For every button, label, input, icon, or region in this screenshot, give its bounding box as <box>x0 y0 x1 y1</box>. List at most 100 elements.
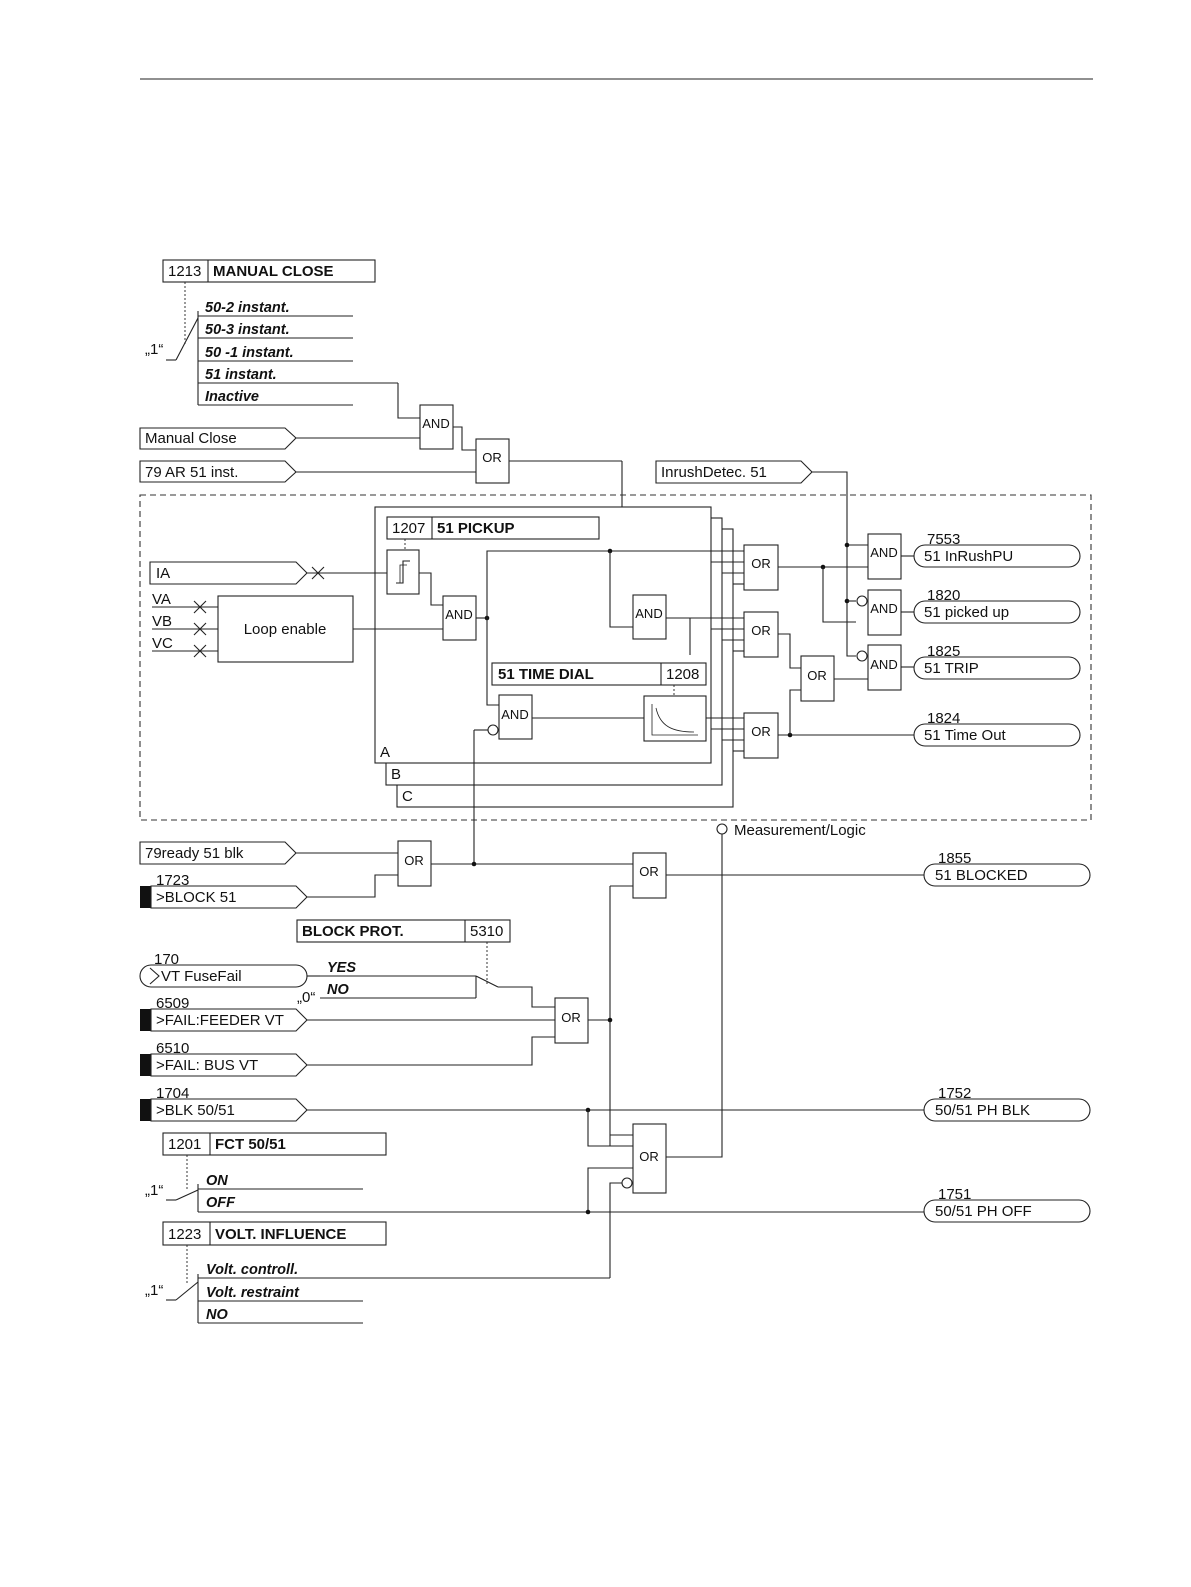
option-50-3-instant: 50-3 instant. <box>205 322 290 338</box>
and-gate-picked-up: AND <box>870 601 897 616</box>
output-time-out: 1824 51 Time Out <box>913 710 1081 747</box>
option-volt-controll: Volt. controll. <box>206 1262 298 1278</box>
setting-manual-close-number: 1213 <box>168 263 201 280</box>
phase-or-gates: OR OR OR OR <box>743 544 835 759</box>
setting-pickup-number: 1207 <box>392 520 425 537</box>
output-trip-label: 51 TRIP <box>924 660 979 677</box>
phase-rails <box>711 561 744 752</box>
setting-fct: 1201 FCT 50/51 „1“ ON OFF <box>145 1132 924 1215</box>
pickup-and: AND <box>419 548 744 706</box>
input-blk-5051-number: 1704 <box>156 1085 189 1102</box>
and-gate-time: AND <box>501 707 528 722</box>
va-cross-icon <box>193 600 207 614</box>
output-inrush-pu-number: 7553 <box>927 531 960 548</box>
input-ar-inst: 79 AR 51 inst. <box>139 460 476 483</box>
input-fail-feeder-label: >FAIL:FEEDER VT <box>156 1012 284 1029</box>
option-50-2-instant: 50-2 instant. <box>205 300 290 316</box>
final-or: OR <box>587 1123 667 1278</box>
input-blk-5051-label: >BLK 50/51 <box>156 1102 235 1119</box>
or-gate-block: OR <box>404 853 424 868</box>
input-block51-label: >BLOCK 51 <box>156 889 236 906</box>
loop-enable-block <box>217 595 354 663</box>
input-block51: 1723 >BLOCK 51 <box>140 872 398 909</box>
and-gate-pickup: AND <box>445 607 472 622</box>
vt-fail-or: OR <box>554 997 613 1044</box>
output-trip-number: 1825 <box>927 643 960 660</box>
manual-close-logic: AND OR <box>397 383 633 605</box>
output-ph-blk-label: 50/51 PH BLK <box>935 1102 1030 1119</box>
setting-block-prot-title: BLOCK PROT. <box>302 923 404 940</box>
input-ia: IA <box>149 561 387 585</box>
input-vb-label: VB <box>152 613 172 630</box>
or-gate-trip: OR <box>807 668 827 683</box>
output-time-out-label: 51 Time Out <box>924 727 1007 744</box>
setting-block-prot-default: „0“ <box>297 989 315 1006</box>
output-ph-off: 1751 50/51 PH OFF <box>923 1186 1091 1223</box>
measurement-logic-label: Measurement/Logic <box>734 822 866 839</box>
option-volt-restraint: Volt. restraint <box>206 1285 300 1301</box>
option-volt-no: NO <box>206 1307 228 1323</box>
setting-manual-close: 1213 MANUAL CLOSE „1“ 50-2 instant. 50-3… <box>145 259 398 406</box>
setting-manual-close-default: „1“ <box>145 341 163 358</box>
block-or: OR OR <box>397 840 924 1146</box>
loop-enable-label: Loop enable <box>244 621 327 638</box>
output-blocked: 1855 51 BLOCKED <box>923 850 1091 887</box>
option-50-1-instant: 50 -1 instant. <box>205 345 294 361</box>
setting-fct-title: FCT 50/51 <box>215 1136 286 1153</box>
phase-label-c: C <box>402 788 413 805</box>
output-blocked-label: 51 BLOCKED <box>935 867 1028 884</box>
measurement-logic-region <box>139 494 1092 821</box>
option-on: ON <box>206 1173 228 1189</box>
setting-block-prot: BLOCK PROT. 5310 YES NO „0“ <box>296 919 555 1008</box>
input-manual-close: Manual Close <box>139 427 420 450</box>
setting-pickup-title: 51 PICKUP <box>437 520 515 537</box>
measurement-logic-marker: Measurement/Logic <box>666 822 866 1158</box>
output-picked-up-label: 51 picked up <box>924 604 1009 621</box>
input-blk-5051: 1704 >BLK 50/51 <box>140 1085 924 1147</box>
time-logic: AND <box>473 694 744 864</box>
input-fail-feeder-number: 6509 <box>156 995 189 1012</box>
output-trip: 1825 51 TRIP <box>913 643 1081 680</box>
or-gate-inrush: OR <box>751 556 771 571</box>
output-blocked-number: 1855 <box>938 850 971 867</box>
or-gate-pickup: OR <box>751 623 771 638</box>
setting-volt-influence-default: „1“ <box>145 1282 163 1299</box>
vc-cross-icon <box>193 644 207 658</box>
input-ia-label: IA <box>156 565 170 582</box>
setting-time-dial: 51 TIME DIAL 1208 <box>491 662 707 696</box>
output-wiring <box>778 542 914 738</box>
option-inactive: Inactive <box>205 389 259 405</box>
setting-manual-close-title: MANUAL CLOSE <box>213 263 334 280</box>
option-yes: YES <box>327 960 356 976</box>
inverse-time-curve <box>643 695 707 742</box>
phase-frames: A B C <box>374 506 734 808</box>
or-gate-final: OR <box>639 1149 659 1164</box>
input-manual-close-label: Manual Close <box>145 430 237 447</box>
option-no: NO <box>327 982 349 998</box>
input-ready-blk-label: 79ready 51 blk <box>145 845 244 862</box>
input-fail-bus-number: 6510 <box>156 1040 189 1057</box>
input-inrush-label: InrushDetec. 51 <box>661 464 767 481</box>
or-gate-timeout: OR <box>751 724 771 739</box>
vb-cross-icon <box>193 622 207 636</box>
input-ready-blk: 79ready 51 blk <box>139 841 398 865</box>
and-gate-manual-close: AND <box>422 416 449 431</box>
and-gate-manual-trip: AND <box>635 606 662 621</box>
input-vt-fusefail-number: 170 <box>154 951 179 968</box>
phase-label-a: A <box>380 744 390 761</box>
setting-fct-number: 1201 <box>168 1136 201 1153</box>
input-va-label: VA <box>152 591 171 608</box>
setting-block-prot-number: 5310 <box>470 923 503 940</box>
pickup-threshold <box>386 549 420 595</box>
output-ph-off-label: 50/51 PH OFF <box>935 1203 1032 1220</box>
input-ar-inst-label: 79 AR 51 inst. <box>145 464 238 481</box>
output-ph-off-number: 1751 <box>938 1186 971 1203</box>
output-inrush-pu: 7553 51 InRushPU <box>913 531 1081 568</box>
output-picked-up: 1820 51 picked up <box>913 587 1081 624</box>
setting-volt-influence-title: VOLT. INFLUENCE <box>215 1226 346 1243</box>
manual-trip-and: AND <box>632 594 744 655</box>
input-fail-bus: 6510 >FAIL: BUS VT <box>140 1036 555 1077</box>
output-and-gates: AND AND AND <box>867 533 902 691</box>
input-fail-bus-label: >FAIL: BUS VT <box>156 1057 258 1074</box>
